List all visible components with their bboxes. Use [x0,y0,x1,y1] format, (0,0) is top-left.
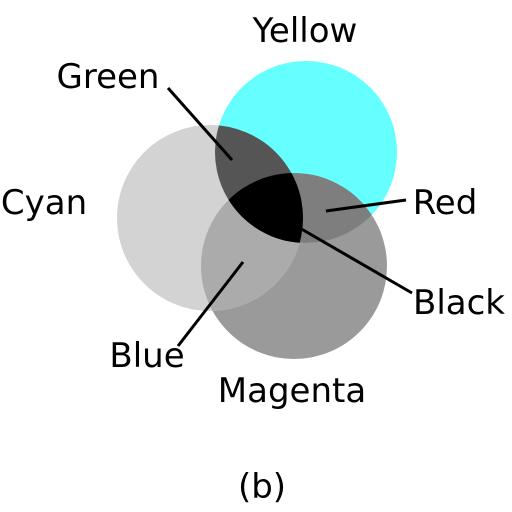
red-label: Red [413,183,478,223]
magenta-label: Magenta [218,371,366,411]
blue-leader-line [176,261,245,347]
black-label: Black [413,283,505,323]
cyan-label: Cyan [1,183,87,223]
green-label: Green [57,57,160,97]
yellow-label: Yellow [252,11,358,51]
green-leader-line [166,87,234,161]
black-leader-line [297,225,413,295]
blue-label: Blue [109,336,184,376]
black-region [215,173,303,243]
caption-label: (b) [238,467,286,507]
red-leader-line [325,198,407,213]
green-region [215,125,303,243]
